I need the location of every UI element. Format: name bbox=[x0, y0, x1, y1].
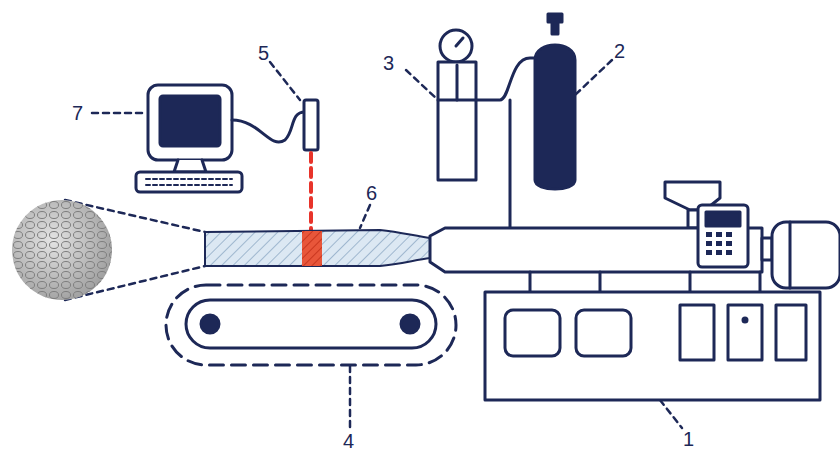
callout-number: 5 bbox=[258, 42, 269, 64]
callout-number: 7 bbox=[72, 102, 83, 124]
callout-number: 4 bbox=[343, 430, 354, 452]
callout-number: 6 bbox=[366, 182, 377, 204]
callout-number: 2 bbox=[614, 40, 625, 62]
callout-number: 3 bbox=[383, 52, 394, 74]
callout-number: 1 bbox=[683, 428, 694, 450]
